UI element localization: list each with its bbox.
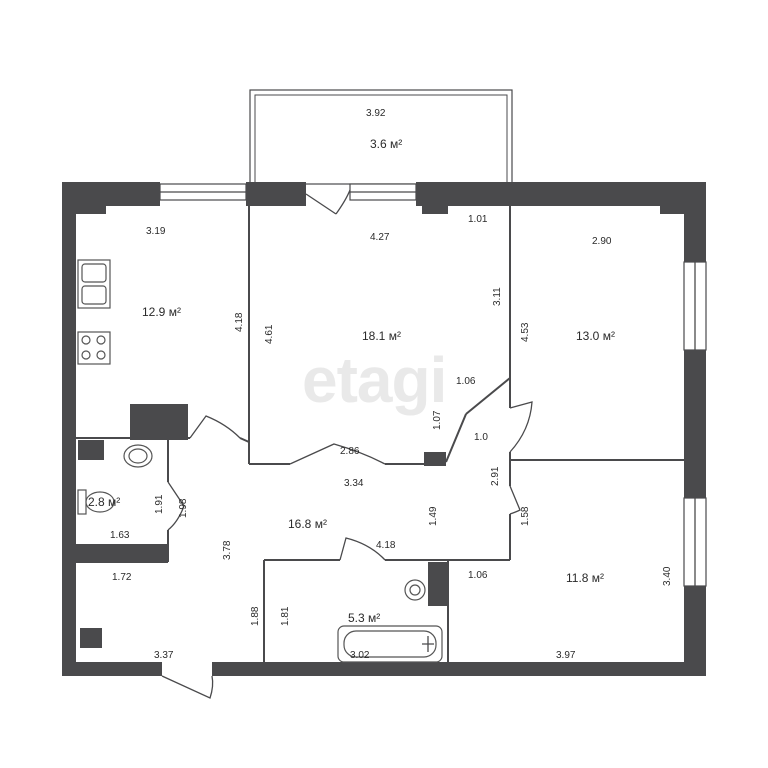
wall-left bbox=[62, 182, 76, 676]
bathtub-faucet bbox=[422, 636, 434, 652]
stove-burner-4 bbox=[96, 350, 106, 360]
wall-bottom-right bbox=[212, 662, 706, 676]
dim-living-height: 4.61 bbox=[264, 324, 275, 344]
dim-kitchen-height: 4.18 bbox=[234, 312, 245, 332]
dim-kitchen-width: 3.19 bbox=[146, 226, 166, 237]
wall-bottom-left bbox=[62, 662, 162, 676]
sink-bowl-2 bbox=[81, 285, 107, 305]
balcony-frame bbox=[249, 89, 513, 185]
dim-hall-right: 2.91 bbox=[490, 466, 501, 486]
wall-top-mid bbox=[246, 182, 306, 206]
dim-bath-width: 3.02 bbox=[350, 650, 370, 661]
dim-bath-height: 1.81 bbox=[280, 606, 291, 626]
storage-block bbox=[80, 628, 102, 648]
area-living: 18.1 м² bbox=[362, 329, 401, 343]
sink-bowl-1 bbox=[81, 263, 107, 283]
dim-toilet-door: 1.98 bbox=[178, 498, 189, 518]
area-bedroom2: 11.8 м² bbox=[566, 571, 604, 585]
bathtub-inner bbox=[343, 630, 437, 658]
wall-corner-c bbox=[660, 204, 686, 214]
wall-top-left bbox=[62, 182, 160, 206]
bathroom-sink bbox=[404, 579, 426, 601]
bath-sink-inner bbox=[409, 584, 421, 596]
dim-living-bottom: 2.86 bbox=[340, 446, 360, 457]
dim-closet: 1.0 bbox=[474, 432, 488, 443]
dim-toilet-width: 1.63 bbox=[110, 530, 130, 541]
dim-bedroom2-width: 3.97 bbox=[556, 650, 576, 661]
dim-storage-width: 1.72 bbox=[112, 572, 132, 583]
toilet-seat bbox=[85, 491, 115, 513]
watermark: etagi bbox=[302, 344, 446, 416]
door-living bbox=[289, 443, 386, 465]
kitchen-column bbox=[130, 404, 188, 440]
dim-living-corner: 1.07 bbox=[432, 410, 443, 430]
area-balcony: 3.6 м² bbox=[370, 137, 402, 151]
dim-living-right-height: 3.11 bbox=[492, 287, 503, 306]
area-hall: 16.8 м² bbox=[288, 517, 327, 531]
dim-bath-top: 4.18 bbox=[376, 540, 396, 551]
dim-hall-inner: 1.49 bbox=[428, 506, 439, 526]
dim-bedroom1-height: 4.53 bbox=[520, 322, 531, 342]
dim-hall-height: 3.78 bbox=[222, 540, 233, 560]
toilet-bowl bbox=[77, 489, 115, 515]
door-bedroom1 bbox=[509, 401, 533, 453]
door-kitchen bbox=[189, 415, 241, 439]
wall-block-living bbox=[424, 452, 446, 466]
dim-diagonal: 1.06 bbox=[456, 376, 476, 387]
area-bedroom1: 13.0 м² bbox=[576, 329, 615, 343]
wall-right-1 bbox=[684, 182, 706, 262]
door-entrance bbox=[161, 675, 214, 699]
wall-right-2 bbox=[684, 350, 706, 498]
door-balcony bbox=[305, 189, 351, 215]
dim-living-width: 4.27 bbox=[370, 232, 390, 243]
stove-burner-1 bbox=[81, 335, 91, 345]
wall-kitchen-stub bbox=[239, 437, 250, 443]
wall-corner-b bbox=[422, 204, 448, 214]
dim-toilet-height: 1.91 bbox=[154, 494, 165, 514]
balcony bbox=[249, 89, 513, 185]
kitchen-sink bbox=[77, 259, 111, 309]
outer-walls bbox=[62, 182, 706, 676]
windows bbox=[159, 183, 707, 587]
bath-shaft bbox=[428, 562, 448, 606]
dim-living-niche: 1.01 bbox=[468, 214, 488, 225]
stove-burner-3 bbox=[81, 350, 91, 360]
toilet-shaft bbox=[78, 440, 104, 460]
wall-top-right bbox=[416, 182, 706, 206]
area-bathroom: 5.3 м² bbox=[348, 611, 380, 625]
dim-storage-bottom: 3.37 bbox=[154, 650, 174, 661]
kitchen-stove bbox=[77, 331, 111, 365]
toilet-sink-inner bbox=[128, 448, 148, 464]
door-toilet bbox=[167, 481, 185, 531]
dim-storage-height: 1.88 bbox=[250, 606, 261, 626]
area-toilet: 2.8 м² bbox=[88, 495, 120, 509]
dim-bedroom2-door: 1.58 bbox=[520, 506, 531, 526]
toilet-tank bbox=[77, 489, 87, 515]
doors bbox=[161, 189, 533, 699]
wall-diagonal-2 bbox=[445, 413, 467, 463]
wall-right-3 bbox=[684, 586, 706, 676]
wall-diagonal-1 bbox=[465, 377, 511, 415]
interior-walls bbox=[76, 204, 686, 664]
dim-balcony-width: 3.92 bbox=[366, 108, 386, 119]
bathtub bbox=[337, 625, 443, 663]
stove-burner-2 bbox=[96, 335, 106, 345]
door-bedroom2 bbox=[509, 485, 521, 515]
dim-bedroom2-height: 3.40 bbox=[662, 566, 673, 586]
dim-hall-width: 3.34 bbox=[344, 478, 364, 489]
dim-bedroom2-niche: 1.06 bbox=[468, 570, 488, 581]
toilet-sink bbox=[123, 444, 153, 468]
dim-bedroom1-width: 2.90 bbox=[592, 236, 612, 247]
area-kitchen: 12.9 м² bbox=[142, 305, 181, 319]
wall-toilet-bottom bbox=[76, 544, 168, 562]
wall-corner-a bbox=[76, 204, 106, 214]
door-bathroom bbox=[339, 537, 386, 561]
